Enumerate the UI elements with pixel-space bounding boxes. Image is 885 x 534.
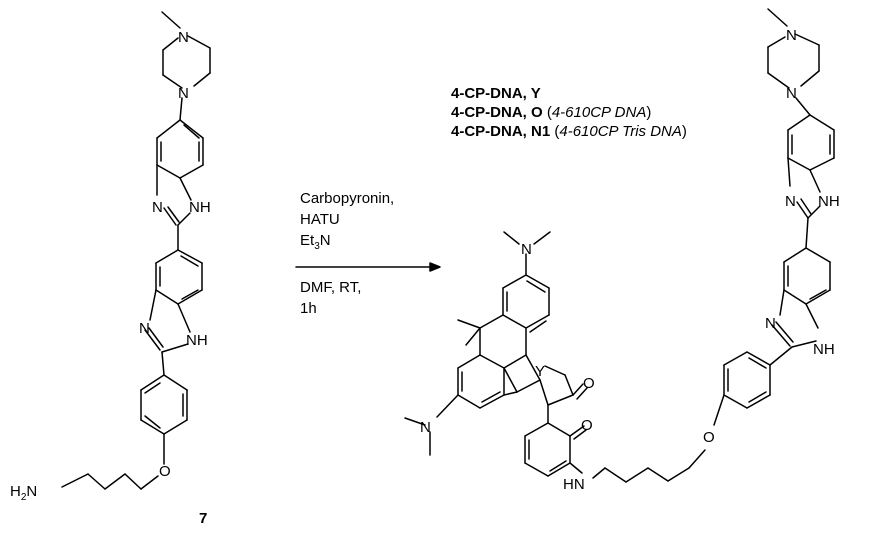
starting-material-structure: [61, 11, 211, 490]
atom-o: O: [583, 375, 595, 392]
reaction-arrow: [295, 262, 441, 272]
atom-n: N: [178, 29, 189, 46]
atom-y: Y: [535, 363, 545, 380]
product-label-o: 4-CP-DNA, O (4-610CP DNA): [451, 104, 652, 121]
reagent-line-3: Et3N: [300, 232, 331, 252]
product-labels: 4-CP-DNA, Y 4-CP-DNA, O (4-610CP DNA) 4-…: [451, 84, 687, 141]
atom-o: O: [159, 463, 171, 480]
atom-nh: NH: [813, 341, 835, 358]
reagent-line-2: HATU: [300, 211, 340, 228]
atom-n: N: [765, 315, 776, 332]
compound-number: 7: [199, 510, 208, 527]
atom-n: N: [152, 199, 163, 216]
atom-nh: NH: [186, 332, 208, 349]
atom-nh: NH: [818, 193, 840, 210]
condition-line-2: 1h: [300, 300, 317, 317]
product-label-n1: 4-CP-DNA, N1 (4-610CP Tris DNA): [451, 123, 687, 140]
atom-n: N: [786, 85, 797, 102]
product-structure: [404, 8, 835, 483]
product-atom-labels: N N N NH N NH O O O Y HN N N: [420, 27, 840, 493]
atom-n: N: [139, 320, 150, 337]
reaction-conditions: Carbopyronin, HATU Et3N DMF, RT, 1h: [300, 190, 394, 317]
condition-line-1: DMF, RT,: [300, 279, 361, 296]
atom-n: N: [786, 27, 797, 44]
atom-hn: HN: [563, 476, 585, 493]
product-label-y: 4-CP-DNA, Y: [451, 85, 541, 102]
atom-n: N: [178, 85, 189, 102]
atom-n: N: [420, 419, 431, 436]
atom-o: O: [581, 417, 593, 434]
atom-n: N: [785, 193, 796, 210]
amine-label: H2N: [10, 483, 37, 503]
atom-o: O: [703, 429, 715, 446]
starting-material-atom-labels: N N N NH N NH O H2N: [10, 29, 211, 503]
atom-nh: NH: [189, 199, 211, 216]
reagent-line-1: Carbopyronin,: [300, 190, 394, 207]
atom-n: N: [521, 241, 532, 258]
